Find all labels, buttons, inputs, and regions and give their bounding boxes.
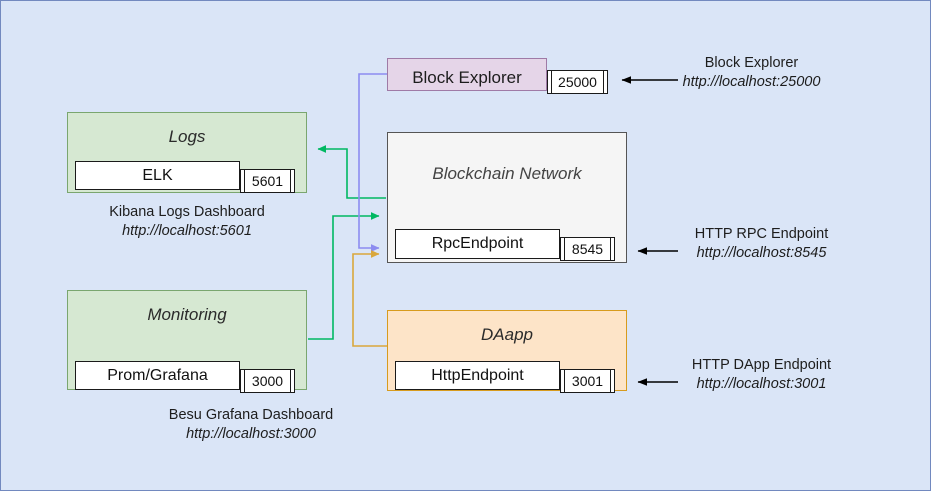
annotation-block-explorer-url: http://localhost:25000 — [682, 74, 821, 90]
service-prom-grafana-label: Prom/Grafana — [107, 366, 208, 384]
wire-blockchain-to-logs — [317, 145, 386, 199]
port-number-8545: 8545 — [571, 241, 604, 257]
port-number-5601: 5601 — [251, 173, 284, 189]
port-badge-8545: 8545 — [560, 237, 615, 261]
group-block-explorer[interactable]: Block Explorer — [387, 58, 547, 91]
caption-kibana-url: http://localhost:5601 — [122, 223, 252, 239]
service-elk-label: ELK — [142, 166, 173, 184]
port-tab-right — [290, 170, 294, 192]
port-tab-right — [610, 238, 614, 260]
annotation-rpc-endpoint-url: http://localhost:8545 — [696, 245, 827, 261]
annotation-rpc-endpoint: HTTP RPC Endpoint http://localhost:8545 — [684, 225, 839, 263]
annotation-dapp-endpoint-label: HTTP DApp Endpoint — [691, 357, 832, 373]
caption-grafana-url: http://localhost:3000 — [186, 426, 316, 442]
wire-monitoring-to-blockchain — [308, 212, 380, 340]
port-number-3000: 3000 — [251, 373, 284, 389]
service-http-endpoint[interactable]: HttpEndpoint — [395, 361, 560, 390]
caption-kibana: Kibana Logs Dashboard http://localhost:5… — [67, 203, 307, 241]
port-tab-right — [610, 370, 614, 392]
annotation-dapp-endpoint-url: http://localhost:3001 — [696, 376, 827, 392]
wire-dapp-to-rpc — [352, 250, 387, 347]
caption-grafana: Besu Grafana Dashboard http://localhost:… — [131, 406, 371, 444]
service-elk[interactable]: ELK — [75, 161, 240, 190]
port-tab-right — [290, 370, 294, 392]
annotation-block-explorer-label: Block Explorer — [704, 55, 799, 71]
port-badge-3001: 3001 — [560, 369, 615, 393]
port-badge-5601: 5601 — [240, 169, 295, 193]
annotation-rpc-endpoint-label: HTTP RPC Endpoint — [694, 226, 829, 242]
port-number-25000: 25000 — [558, 74, 597, 90]
port-badge-3000: 3000 — [240, 369, 295, 393]
annotation-block-explorer: Block Explorer http://localhost:25000 — [674, 54, 829, 92]
group-blockchain-network-title: Blockchain Network — [432, 164, 582, 183]
annotation-dapp-endpoint: HTTP DApp Endpoint http://localhost:3001 — [684, 356, 839, 394]
service-rpc-endpoint[interactable]: RpcEndpoint — [395, 229, 560, 259]
port-tab-left — [561, 238, 565, 260]
port-tab-left — [561, 370, 565, 392]
group-monitoring-title: Monitoring — [147, 305, 227, 324]
group-dapp-title: DAapp — [481, 325, 533, 344]
port-tab-left — [241, 170, 245, 192]
group-logs-title: Logs — [168, 127, 206, 146]
caption-kibana-label: Kibana Logs Dashboard — [109, 204, 265, 220]
port-tab-left — [241, 370, 245, 392]
port-tab-left — [548, 71, 552, 93]
port-tab-right — [603, 71, 607, 93]
service-http-endpoint-label: HttpEndpoint — [431, 366, 524, 384]
port-badge-25000: 25000 — [547, 70, 608, 94]
service-prom-grafana[interactable]: Prom/Grafana — [75, 361, 240, 390]
caption-grafana-label: Besu Grafana Dashboard — [168, 407, 334, 423]
wire-block-explorer-to-rpc — [358, 73, 387, 252]
group-block-explorer-title: Block Explorer — [412, 68, 522, 87]
service-rpc-endpoint-label: RpcEndpoint — [431, 235, 524, 252]
port-number-3001: 3001 — [571, 373, 604, 389]
